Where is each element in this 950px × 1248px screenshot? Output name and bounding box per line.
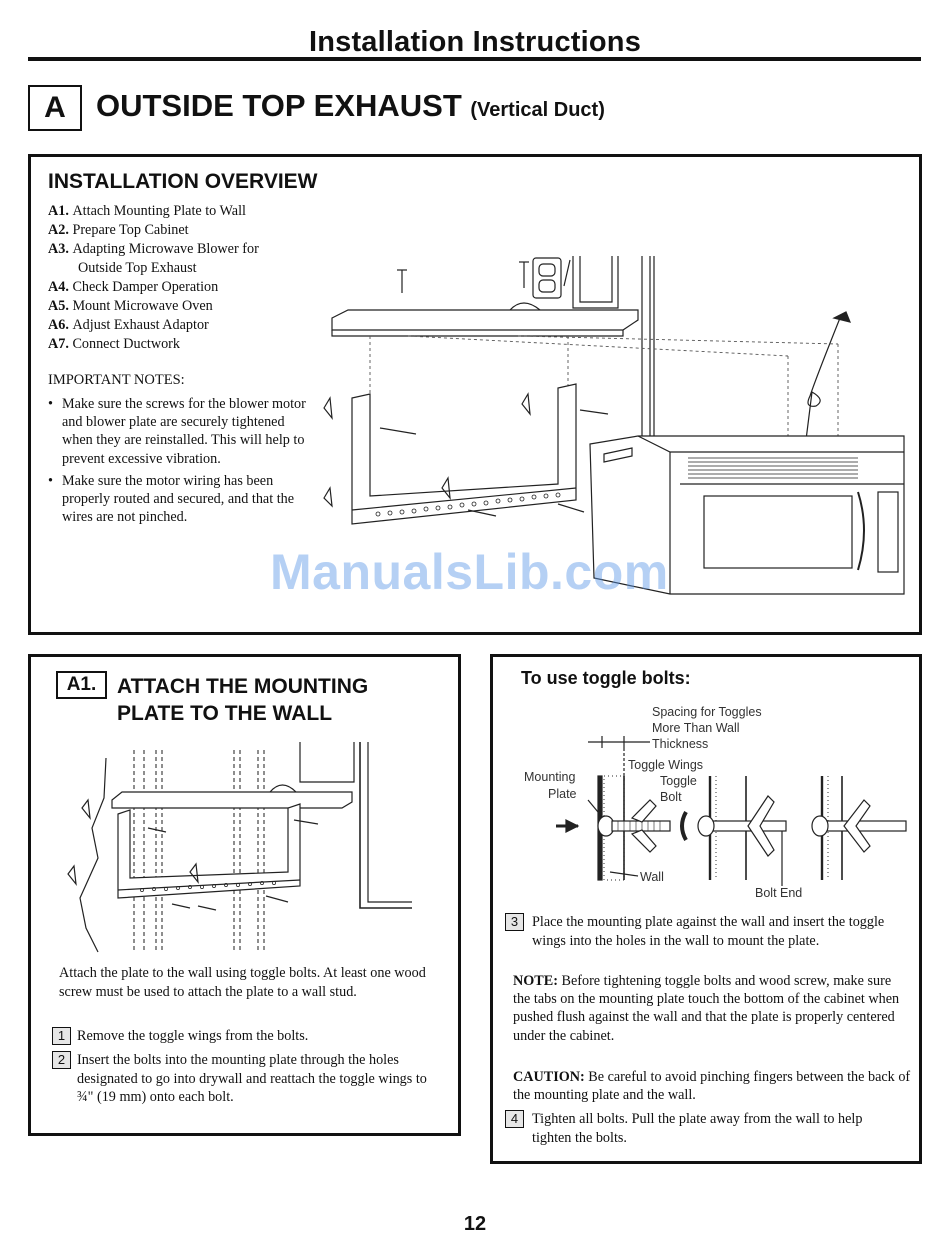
power-cord (805, 317, 841, 441)
section-letter-badge: A (28, 85, 82, 131)
section-subtitle: (Vertical Duct) (470, 99, 605, 121)
step-code: A3. (48, 241, 69, 257)
toggle-note: NOTE: Before tightening toggle bolts and… (513, 972, 908, 1045)
a1-step-tag: A1. (56, 671, 107, 699)
label-spacing-line1: Spacing for Toggles (652, 705, 762, 719)
cabinet-screws (397, 259, 571, 293)
a1-heading: ATTACH THE MOUNTING PLATE TO THE WALL (117, 675, 369, 725)
overview-step-a5: A5. Mount Microwave Oven (48, 297, 338, 316)
overview-heading: INSTALLATION OVERVIEW (48, 170, 318, 193)
toggle-bolts (323, 392, 609, 517)
step-number-badge: 3 (505, 913, 524, 931)
important-notes-heading: IMPORTANT NOTES: (48, 372, 185, 388)
toggle-step-3: 3 Place the mounting plate against the w… (505, 913, 905, 950)
step-code: A5. (48, 298, 69, 314)
overview-step-a4: A4. Check Damper Operation (48, 278, 338, 297)
a1-step-2: 2 Insert the bolts into the mounting pla… (52, 1051, 444, 1107)
label-spacing-line3: Thickness (652, 737, 708, 751)
step-text: Adjust Exhaust Adaptor (72, 317, 209, 333)
page-number: 12 (463, 1213, 487, 1235)
overview-step-a7: A7. Connect Ductwork (48, 335, 338, 354)
overview-step-a1: A1. Attach Mounting Plate to Wall (48, 202, 338, 221)
label-toggle-wings: Toggle Wings (628, 758, 703, 772)
watermark: ManualsLib.com (270, 544, 669, 600)
step-text: Adapting Microwave Blower for (72, 241, 259, 257)
a1-intro-text: Attach the plate to the wall using toggl… (59, 965, 426, 1000)
page-title: Installation Instructions (308, 26, 642, 58)
mounting-plate (351, 383, 577, 525)
step-code: A2. (48, 222, 69, 238)
mounting-plate (117, 803, 301, 899)
step-text: Connect Ductwork (72, 336, 181, 352)
toggle-bolt-diagram: Spacing for Toggles More Than Wall Thick… (524, 705, 907, 900)
note-item: Make sure the screws for the blower moto… (46, 395, 316, 468)
label-toggle: Toggle (660, 774, 697, 788)
toggle-step-4: 4 Tighten all bolts. Pull the plate away… (505, 1110, 905, 1147)
label-plate: Plate (548, 787, 577, 801)
step-code: A7. (48, 336, 69, 352)
note-item: Make sure the motor wiring has been prop… (46, 472, 316, 527)
overview-step-a6: A6. Adjust Exhaust Adaptor (48, 316, 338, 335)
step-number-badge: 4 (505, 1110, 524, 1128)
toggle-bolts (67, 798, 319, 911)
upper-cabinet-door (572, 256, 619, 309)
overview-step-list: A1. Attach Mounting Plate to Wall A2. Pr… (48, 202, 338, 354)
a1-mounting-illustration (67, 742, 412, 953)
section-title-main: OUTSIDE TOP EXHAUST (96, 88, 462, 123)
caution-text: Be careful to avoid pinching fingers bet… (513, 1069, 911, 1104)
label-bolt-end: Bolt End (755, 886, 802, 900)
step-text: Mount Microwave Oven (72, 298, 213, 314)
microwave-oven (589, 435, 905, 595)
caution-label: CAUTION: (513, 1069, 585, 1085)
cabinet-bottom (331, 309, 639, 331)
step-text: Place the mounting plate against the wal… (532, 914, 885, 949)
step-panel-3 (811, 776, 907, 880)
step-text: Attach Mounting Plate to Wall (72, 203, 246, 219)
alignment-guides (369, 335, 839, 438)
step-code: A4. (48, 279, 69, 295)
step-number-badge: 1 (52, 1027, 71, 1045)
step-text: Check Damper Operation (72, 279, 219, 295)
cabinet-bottom (111, 791, 353, 809)
cabinet-side (359, 742, 412, 909)
step-text-continued: Outside Top Exhaust (78, 260, 197, 276)
step-code: A6. (48, 317, 69, 333)
spacing-dimension (588, 736, 650, 780)
overview-step-a3: A3. Adapting Microwave Blower for (48, 240, 338, 259)
label-bolt: Bolt (660, 790, 682, 804)
label-wall: Wall (640, 870, 664, 884)
label-spacing-line2: More Than Wall (652, 721, 740, 735)
microwave-window (703, 495, 853, 569)
step-panel-1 (556, 775, 671, 881)
section-title: OUTSIDE TOP EXHAUST (Vertical Duct) (96, 88, 605, 124)
step-text: Tighten all bolts. Pull the plate away f… (532, 1111, 863, 1146)
installation-overview-panel (28, 154, 922, 635)
a1-step-1: 1 Remove the toggle wings from the bolts… (52, 1027, 442, 1046)
step-panel-2 (680, 776, 787, 886)
note-text: Before tightening toggle bolts and wood … (513, 973, 900, 1044)
overview-installation-illustration (323, 256, 905, 595)
important-notes-list: Make sure the screws for the blower moto… (46, 395, 316, 530)
wall-studs (133, 750, 265, 950)
toggle-bolts-panel (490, 654, 922, 1164)
step-number-badge: 2 (52, 1051, 71, 1069)
toggle-bolts-heading: To use toggle bolts: (521, 668, 691, 688)
label-mounting: Mounting (524, 770, 575, 784)
step-text: Prepare Top Cabinet (72, 222, 189, 238)
toggle-caution: CAUTION: Be careful to avoid pinching fi… (513, 1068, 911, 1104)
wall-outlet (532, 257, 562, 299)
step-code: A1. (48, 203, 69, 219)
step-text: Insert the bolts into the mounting plate… (77, 1052, 427, 1105)
step-text: Remove the toggle wings from the bolts. (77, 1028, 309, 1044)
header-rule (28, 57, 921, 61)
note-label: NOTE: (513, 973, 558, 989)
a1-attach-plate-panel (28, 654, 461, 1136)
drywall-edge (79, 757, 107, 953)
overview-step-a2: A2. Prepare Top Cabinet (48, 221, 338, 240)
